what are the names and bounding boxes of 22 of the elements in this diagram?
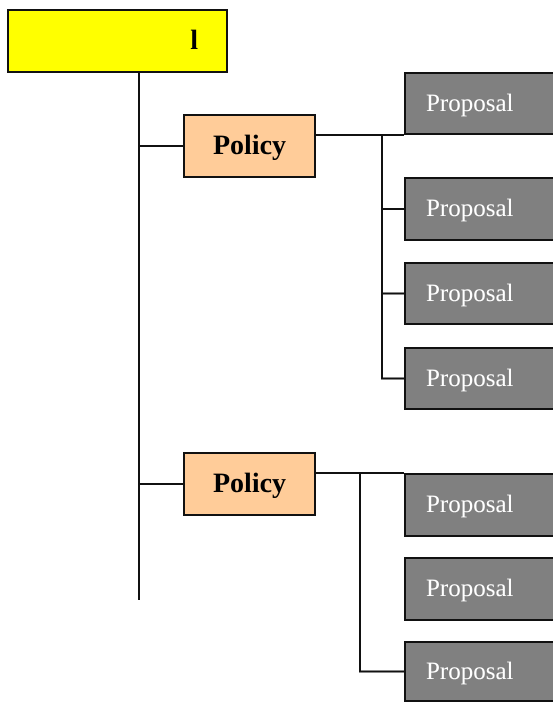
proposal-box — [404, 641, 553, 702]
policy-label: Policy — [212, 130, 286, 162]
proposal-label: Proposal — [426, 280, 514, 308]
proposal-box — [404, 347, 553, 410]
connector-line — [316, 134, 404, 380]
proposal-label: Proposal — [426, 90, 514, 118]
proposal-label: Proposal — [426, 491, 514, 519]
proposal-label: Proposal — [426, 364, 514, 392]
proposal-label: Proposal — [426, 658, 514, 686]
proposal-label: Proposal — [426, 575, 514, 603]
policy-box — [183, 114, 316, 178]
proposal-box — [404, 473, 553, 537]
proposal-box — [404, 72, 553, 135]
title-box — [7, 9, 228, 73]
proposal-label: Proposal — [426, 195, 514, 223]
proposal-box — [404, 557, 553, 621]
proposal-box — [404, 177, 553, 241]
connector-line — [316, 472, 404, 672]
proposal-box — [404, 262, 553, 325]
policy-label: Policy — [212, 468, 286, 500]
title-label: l — [190, 25, 198, 57]
policy-box — [183, 452, 316, 516]
